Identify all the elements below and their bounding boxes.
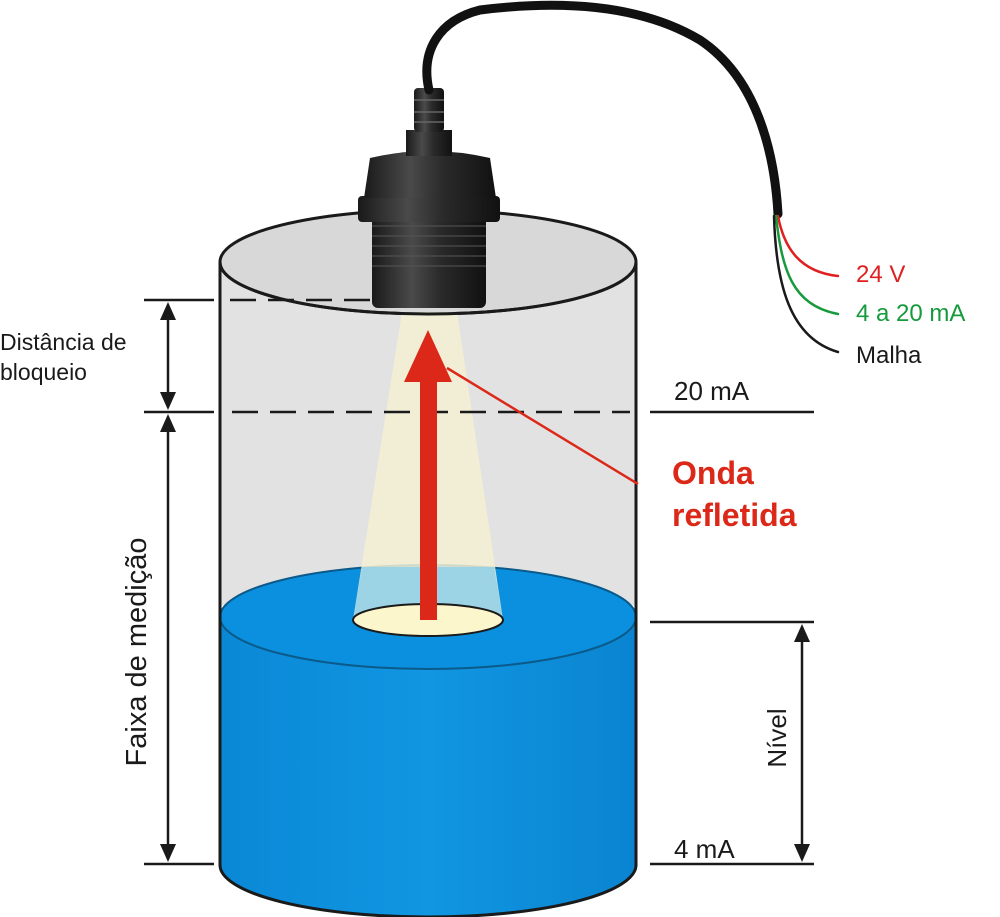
left-dimensions [144,298,214,866]
reflected-wave-label-line1: Onda [672,455,754,491]
sensor-nut [358,196,500,222]
sensor-cable-gland [414,88,444,132]
wire-label-malha: Malha [856,342,922,369]
reflected-wave-label-line2: refletida [672,497,797,533]
wire-malha [772,214,840,354]
tank-top-front-rim [218,261,638,316]
measurement-range-label: Faixa de medição [121,538,153,767]
blocking-distance-label-line2: bloqueio [0,359,87,385]
sensor-neck [406,130,452,156]
wire-label-4-20ma: 4 a 20 mA [856,300,965,327]
bottom-current-label: 4 mA [674,834,735,864]
ultrasonic-sensor [358,88,500,308]
liquid-body [220,617,636,917]
wire-label-24v: 24 V [856,261,905,288]
cable-sheath [422,0,783,219]
sensor-head [364,151,496,198]
reflected-wave-arrow [404,330,452,620]
reflected-wave-callout-line [446,366,639,486]
wire-24v [776,214,840,278]
right-dimensions [650,410,814,866]
sensor-cable [422,0,840,354]
blocking-distance-label-line1: Distância de [0,329,127,355]
top-current-label: 20 mA [674,376,750,406]
wire-4-20ma [774,214,840,316]
level-label: Nível [762,708,792,767]
